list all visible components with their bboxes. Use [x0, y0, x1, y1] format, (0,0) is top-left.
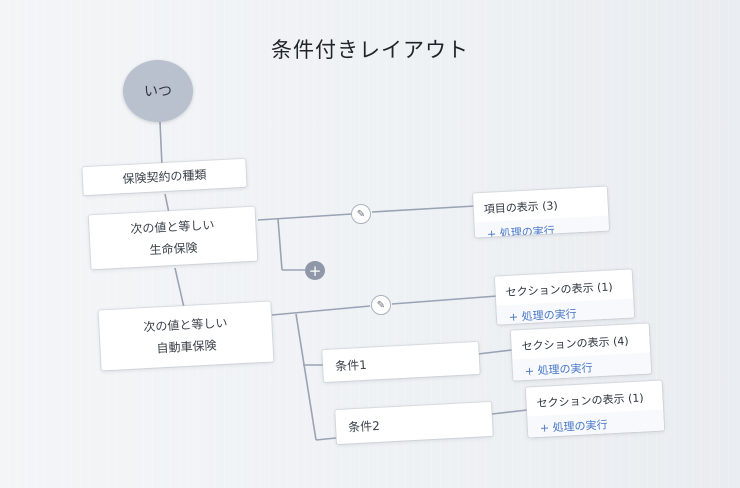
condition-value: 生命保険	[149, 240, 198, 258]
condition-card-auto[interactable]: 次の値と等しい 自動車保険	[98, 301, 274, 371]
pencil-icon[interactable]: ✎	[371, 295, 391, 315]
sub-condition-label: 条件1	[334, 357, 368, 373]
condition-value: 自動車保険	[156, 338, 217, 356]
connector-sub2-action	[491, 409, 528, 415]
connector-cond1-a	[257, 213, 353, 221]
sub-condition-label: 条件2	[347, 418, 381, 434]
action-card-section-1[interactable]: セクションの表示 (1) + 処理の実行	[494, 269, 635, 325]
page-title: 条件付きレイアウト	[271, 38, 469, 62]
action-card-section-1b[interactable]: セクションの表示 (1) + 処理の実行	[525, 380, 665, 438]
action-card-section-4[interactable]: セクションの表示 (4) + 処理の実行	[510, 323, 652, 381]
when-node[interactable]: いつ	[123, 60, 193, 122]
pencil-icon[interactable]: ✎	[351, 204, 371, 224]
connector-cond1-down	[277, 218, 283, 271]
connector-trunk-top	[159, 121, 163, 167]
connector-cond2-a	[271, 305, 371, 316]
connector-cond2-b	[391, 295, 498, 305]
action-card-fields[interactable]: 項目の表示 (3) + 処理の実行	[472, 186, 610, 238]
connector-sub2-branch	[315, 437, 337, 441]
connector-cond2-down	[295, 313, 317, 441]
when-node-label: いつ	[144, 84, 172, 100]
connector-sub1-action	[477, 349, 513, 355]
connector-cond1-b	[371, 205, 476, 213]
connector-trunk-bottom	[174, 267, 186, 313]
condition-operator: 次の値と等しい	[130, 217, 215, 237]
plus-icon[interactable]: +	[305, 261, 325, 280]
condition-card-life[interactable]: 次の値と等しい 生命保険	[88, 206, 258, 270]
field-card-label: 保険契約の種類	[122, 167, 207, 187]
